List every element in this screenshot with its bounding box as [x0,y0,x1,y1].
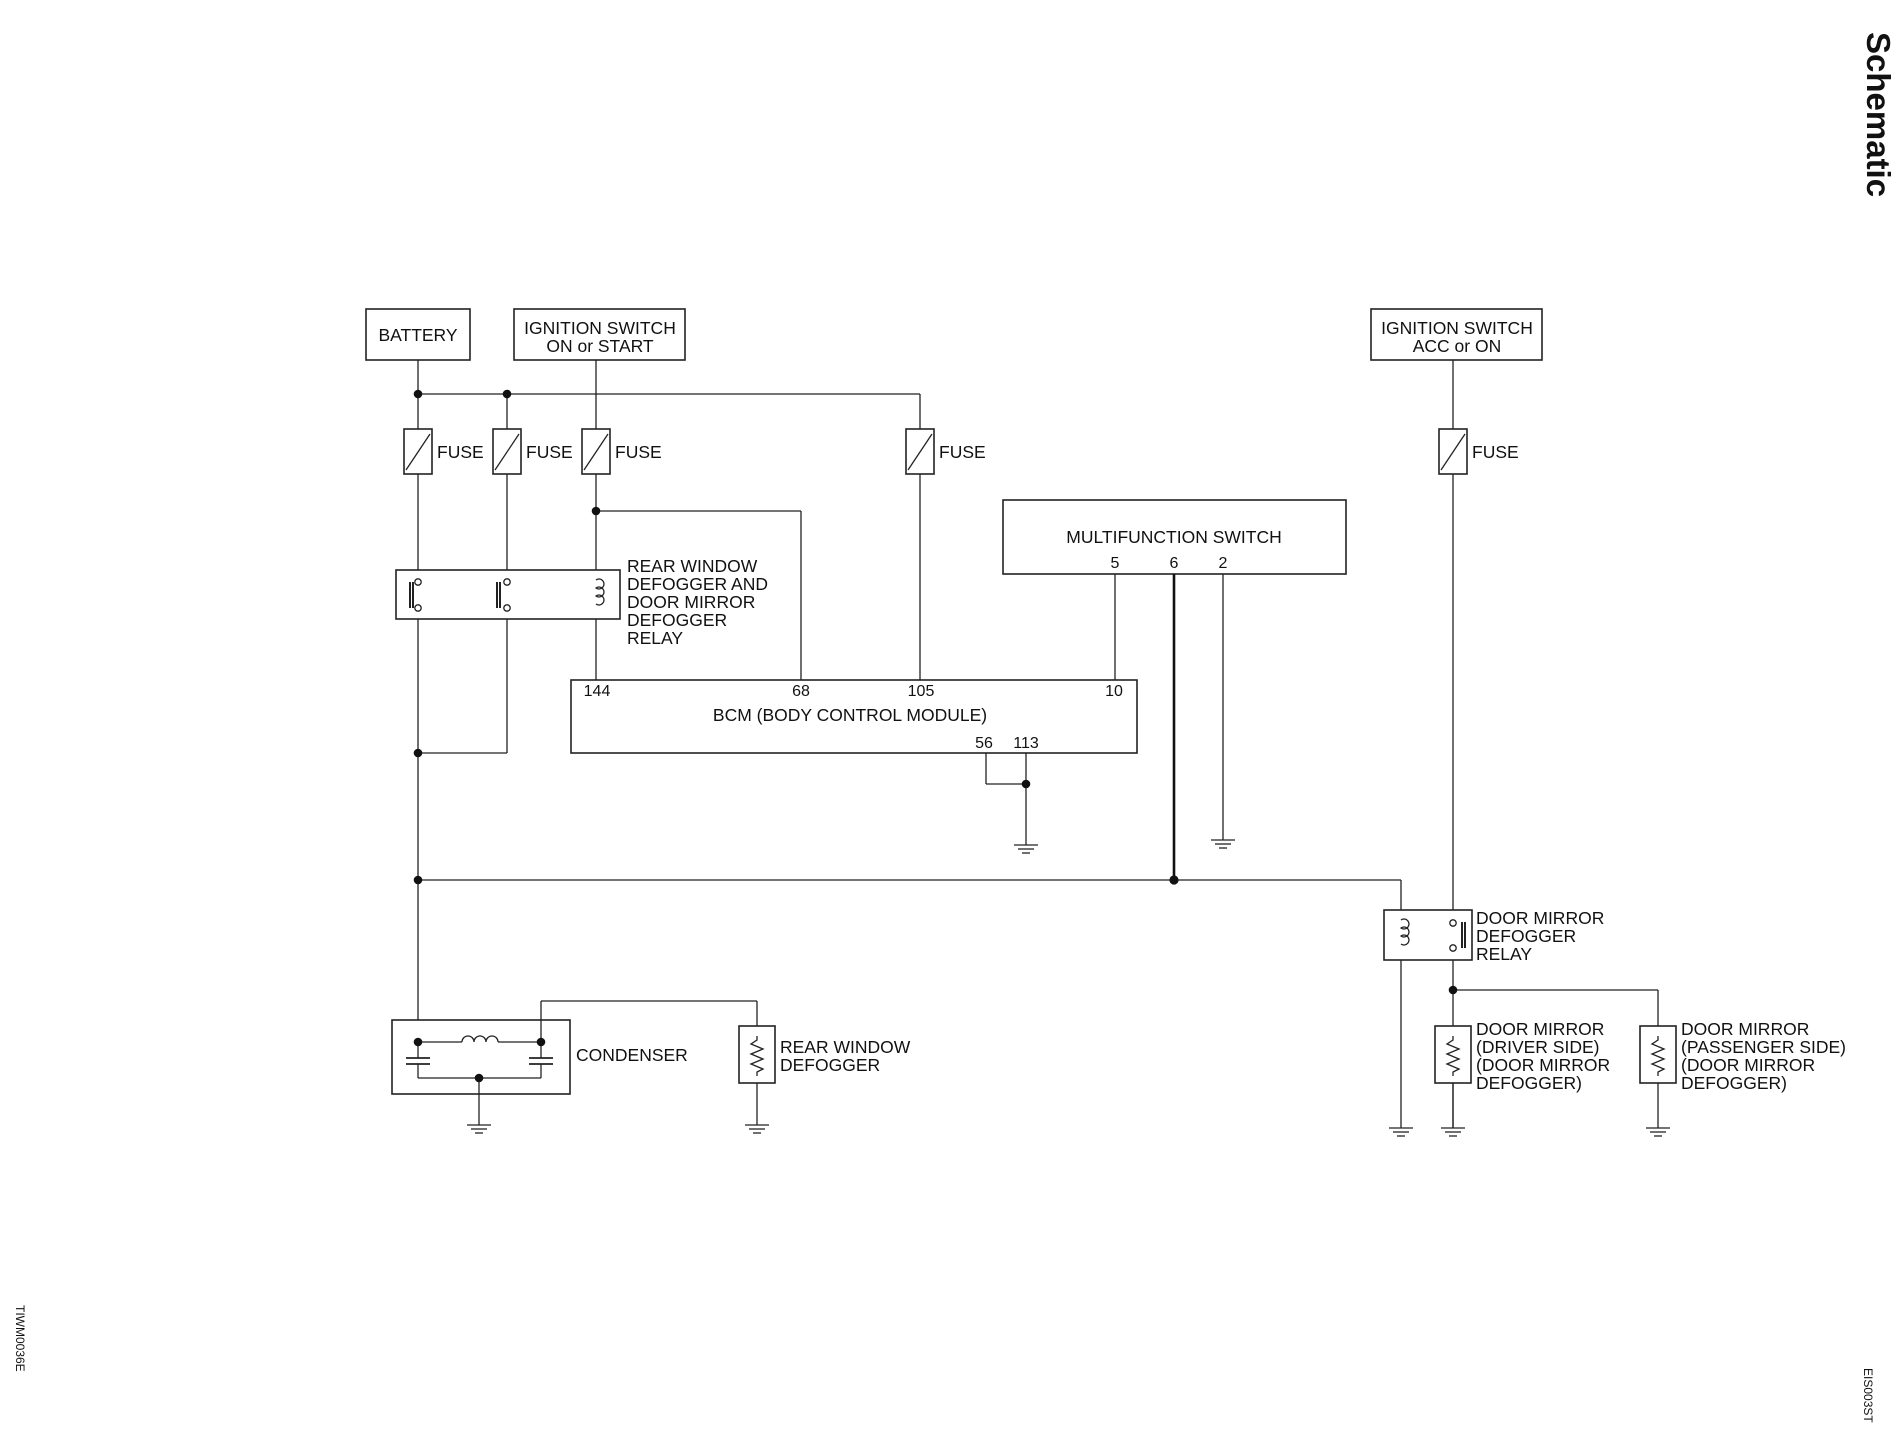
door-mirror-output-wiring [1448,985,1659,1026]
junction-dot [413,389,423,399]
battery-source: BATTERY [365,308,471,361]
dm-relay-line2: DEFOGGER [1476,926,1576,946]
mirror-driver-line1: DOOR MIRROR [1476,1019,1604,1039]
relay-main-line2: DEFOGGER AND [627,574,768,594]
bcm-pin-56: 56 [975,735,993,752]
relay-main-line5: RELAY [627,628,683,648]
relay-main-line1: REAR WINDOW [627,556,758,576]
rear-defogger-line2: DEFOGGER [780,1055,880,1075]
battery-label: BATTERY [378,325,457,345]
condenser-label: CONDENSER [576,1045,688,1065]
junction-dot [413,1037,423,1047]
fuse-5: FUSE [1438,428,1519,475]
ground-icon [1441,1127,1465,1137]
ign-on-start-line2: ON or START [546,336,654,356]
mirror-passenger-line3: (DOOR MIRROR [1681,1055,1815,1075]
junction-dot [1021,779,1031,789]
junction-dot [502,389,512,399]
junction-dot [474,1073,484,1083]
ground-icon [745,1124,769,1134]
page-title: Schematic [1860,32,1894,197]
fuse-4: FUSE [905,428,986,475]
junction-dot [1448,985,1458,995]
relay-main-line3: DOOR MIRROR [627,592,755,612]
fuse-label: FUSE [526,442,573,462]
ground-symbols [467,839,1670,1137]
fuse-label: FUSE [615,442,662,462]
mirror-passenger-line1: DOOR MIRROR [1681,1019,1809,1039]
dm-relay-line1: DOOR MIRROR [1476,908,1604,928]
figure-code-left: TIWM0036E [13,1305,27,1372]
mfs-pin-5: 5 [1111,555,1120,572]
junction-dot [536,1037,546,1047]
fuse-label: FUSE [437,442,484,462]
rear-defogger-line1: REAR WINDOW [780,1037,911,1057]
rear-window-defogger: REAR WINDOW DEFOGGER [738,1025,911,1125]
ground-icon [467,1124,491,1134]
condenser: CONDENSER [391,1000,758,1125]
ground-icon [1646,1127,1670,1137]
bcm-label: BCM (BODY CONTROL MODULE) [713,705,987,725]
bcm-pin-113: 113 [1013,735,1039,752]
bcm-module: 144 68 105 10 BCM (BODY CONTROL MODULE) … [570,679,1138,845]
fuse-label: FUSE [939,442,986,462]
rear-window-defogger-relay: REAR WINDOW DEFOGGER AND DOOR MIRROR DEF… [395,556,768,648]
figure-code-right: EIS003ST [1861,1368,1875,1423]
ignition-switch-acc-on: IGNITION SWITCH ACC or ON [1370,308,1543,361]
bcm-pin-144: 144 [584,683,611,700]
bcm-pin-105: 105 [908,683,935,700]
ign-acc-on-line2: ACC or ON [1413,336,1501,356]
ignition-switch-on-start: IGNITION SWITCH ON or START [513,308,686,361]
junction-dot [1169,875,1179,885]
ign-acc-on-line1: IGNITION SWITCH [1381,318,1533,338]
top-bus-wiring [413,360,1454,429]
ground-icon [1014,844,1038,854]
mirror-driver-line4: DEFOGGER) [1476,1073,1582,1093]
bcm-pin-68: 68 [792,683,810,700]
bcm-pin-10: 10 [1105,683,1123,700]
fuse-1: FUSE [403,428,484,475]
mirror-passenger-line4: DEFOGGER) [1681,1073,1787,1093]
multifunction-switch-label: MULTIFUNCTION SWITCH [1066,527,1282,547]
relay-main-line4: DEFOGGER [627,610,727,630]
fuse-label: FUSE [1472,442,1519,462]
mirror-driver-line2: (DRIVER SIDE) [1476,1037,1599,1057]
junction-dot [591,506,601,516]
door-mirror-passenger-side: DOOR MIRROR (PASSENGER SIDE) (DOOR MIRRO… [1639,1019,1846,1128]
multifunction-switch: MULTIFUNCTION SWITCH 5 6 2 [1002,499,1347,880]
ign-on-start-line1: IGNITION SWITCH [524,318,676,338]
door-mirror-driver-side: DOOR MIRROR (DRIVER SIDE) (DOOR MIRROR D… [1434,1019,1610,1128]
mirror-passenger-line2: (PASSENGER SIDE) [1681,1037,1846,1057]
fuse-3: FUSE [581,428,662,475]
junction-dot [413,748,423,758]
mid-wiring [413,474,1454,1128]
mfs-pin-6: 6 [1170,555,1179,572]
relay-output-bus [413,875,1402,910]
fuse-2: FUSE [492,428,573,475]
door-mirror-defogger-relay: DOOR MIRROR DEFOGGER RELAY [1383,908,1604,1128]
dm-relay-line3: RELAY [1476,944,1532,964]
junction-dot [413,875,423,885]
mirror-driver-line3: (DOOR MIRROR [1476,1055,1610,1075]
ground-icon [1211,839,1235,849]
mfs-pin-2: 2 [1219,555,1228,572]
ground-icon [1389,1127,1413,1137]
